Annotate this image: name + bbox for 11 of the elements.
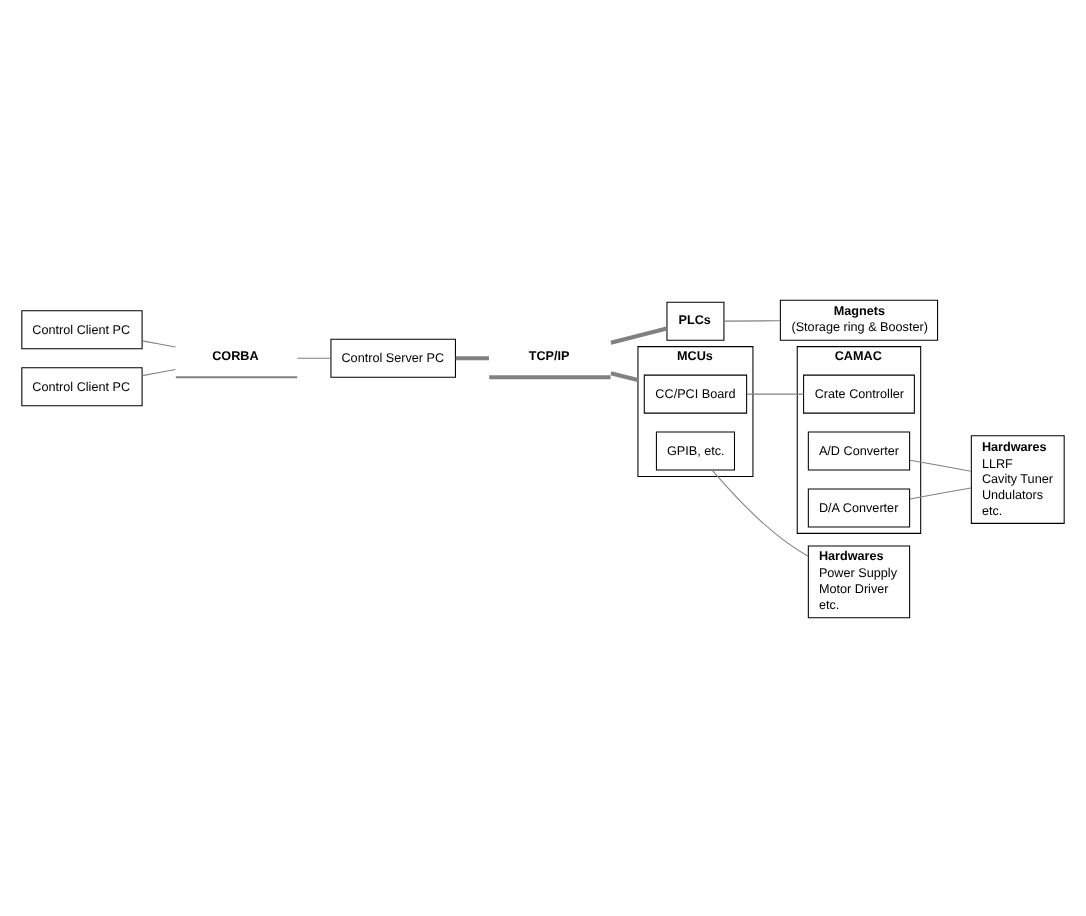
connector	[909, 458, 972, 471]
connector	[711, 468, 809, 556]
connector	[141, 367, 177, 376]
connector	[610, 370, 639, 382]
connector	[610, 325, 668, 344]
connector	[141, 339, 177, 347]
connector	[723, 319, 781, 321]
connector	[455, 355, 489, 360]
connector	[746, 392, 805, 394]
connector	[296, 356, 331, 358]
connector	[909, 486, 972, 499]
